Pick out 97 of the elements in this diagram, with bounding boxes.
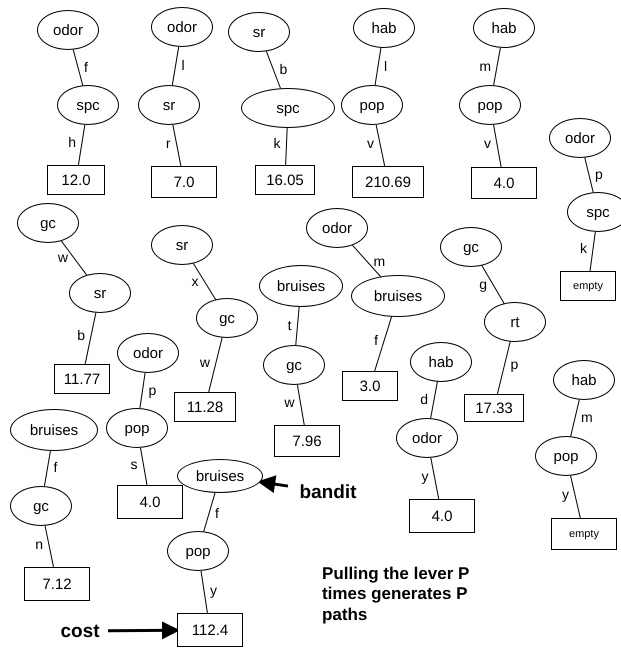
connector-line <box>376 124 386 166</box>
ellipse-node: sr <box>228 12 290 52</box>
edge-label: f <box>84 60 88 74</box>
value-box: 210.69 <box>352 166 424 198</box>
connector-line <box>84 312 96 364</box>
connector-line <box>295 306 300 346</box>
ellipse-node: gc <box>196 298 258 338</box>
connector-line <box>78 124 86 166</box>
edge-label: k <box>274 136 280 150</box>
edge-label: k <box>580 241 587 255</box>
connector-line <box>584 157 594 193</box>
connector-line <box>570 475 581 518</box>
annotation-text: cost <box>52 619 108 643</box>
connector-line <box>208 337 223 392</box>
ellipse-node: gc <box>10 486 72 526</box>
connector-line <box>481 265 505 304</box>
value-box: 11.77 <box>54 364 110 394</box>
connector-line <box>285 128 288 166</box>
ellipse-node: gc <box>440 227 502 267</box>
ellipse-node: pop <box>535 436 597 476</box>
value-box: 16.05 <box>255 165 315 195</box>
ellipse-node: rt <box>484 302 546 342</box>
value-box: 7.0 <box>151 166 217 198</box>
edge-label: h <box>68 134 76 148</box>
connector-line <box>430 457 440 500</box>
connector-line <box>140 447 148 486</box>
value-box: 7.12 <box>24 567 90 601</box>
edge-label: b <box>280 62 288 76</box>
connector-line <box>352 244 382 277</box>
ellipse-node: spc <box>57 85 119 125</box>
ellipse-node: pop <box>167 531 229 571</box>
ellipse-node: bruises <box>177 459 263 493</box>
connector-line <box>44 525 54 568</box>
value-box: 17.33 <box>464 394 524 422</box>
edge-label: f <box>374 333 378 347</box>
arrow <box>257 475 288 494</box>
value-box: 4.0 <box>409 499 475 533</box>
ellipse-node: odor <box>117 333 179 373</box>
ellipse-node: pop <box>459 85 521 125</box>
ellipse-node: gc <box>17 203 79 243</box>
ellipse-node: spc <box>241 88 335 128</box>
ellipse-node: hab <box>553 360 615 400</box>
ellipse-node: pop <box>106 408 168 448</box>
ellipse-node: hab <box>410 342 472 382</box>
ellipse-node: bruises <box>259 265 343 307</box>
ellipse-node: sr <box>69 273 131 313</box>
edge-label: b <box>77 328 85 342</box>
connector-line <box>192 263 216 300</box>
value-box: empty <box>560 271 616 301</box>
connector-line <box>44 450 51 487</box>
ellipse-node: hab <box>473 8 535 48</box>
connector-line <box>374 316 392 372</box>
connector-line <box>496 341 511 394</box>
value-box: 4.0 <box>471 167 537 199</box>
edge-label: l <box>182 58 185 72</box>
ellipse-node: hab <box>353 8 415 48</box>
value-box: 11.28 <box>174 392 236 422</box>
value-box: 3.0 <box>342 371 398 401</box>
ellipse-node: odor <box>306 208 368 248</box>
ellipse-node: pop <box>341 85 403 125</box>
ellipse-node: bruises <box>351 275 445 317</box>
value-box: empty <box>551 518 617 550</box>
ellipse-node: sr <box>151 225 213 265</box>
edge-label: l <box>384 58 388 72</box>
ellipse-node: spc <box>567 192 621 232</box>
value-box: 4.0 <box>117 485 183 519</box>
connector-line <box>172 124 182 166</box>
ellipse-node: bruises <box>10 409 98 451</box>
edge-label: f <box>215 506 219 520</box>
value-box: 12.0 <box>47 165 105 195</box>
value-box: 112.4 <box>177 613 243 647</box>
connector-line <box>296 384 305 426</box>
value-box: 7.96 <box>274 425 340 457</box>
connector-line <box>139 372 146 409</box>
ellipse-node: odor <box>37 10 99 50</box>
connector-line <box>203 492 216 532</box>
note-text: Pulling the lever P times generates P paths <box>322 564 470 626</box>
annotation-text: bandit <box>288 480 368 504</box>
connector-line <box>570 399 580 437</box>
connector-line <box>590 231 596 272</box>
connector-line <box>200 570 208 614</box>
connector-line <box>172 46 180 86</box>
edge-label: d <box>420 392 428 406</box>
ellipse-node: odor <box>549 118 611 158</box>
connector-line <box>72 49 84 86</box>
edge-label: f <box>54 460 58 474</box>
connector-line <box>60 240 88 276</box>
edge-label: w <box>58 250 68 264</box>
connector-line <box>493 47 501 86</box>
connector-line <box>374 47 382 86</box>
connector-line <box>493 124 502 168</box>
ellipse-node: odor <box>151 7 213 47</box>
ellipse-node: odor <box>396 418 458 458</box>
connector-line <box>430 381 438 419</box>
ellipse-node: gc <box>263 345 325 385</box>
connector-line <box>266 50 281 89</box>
ellipse-node: sr <box>138 85 200 125</box>
